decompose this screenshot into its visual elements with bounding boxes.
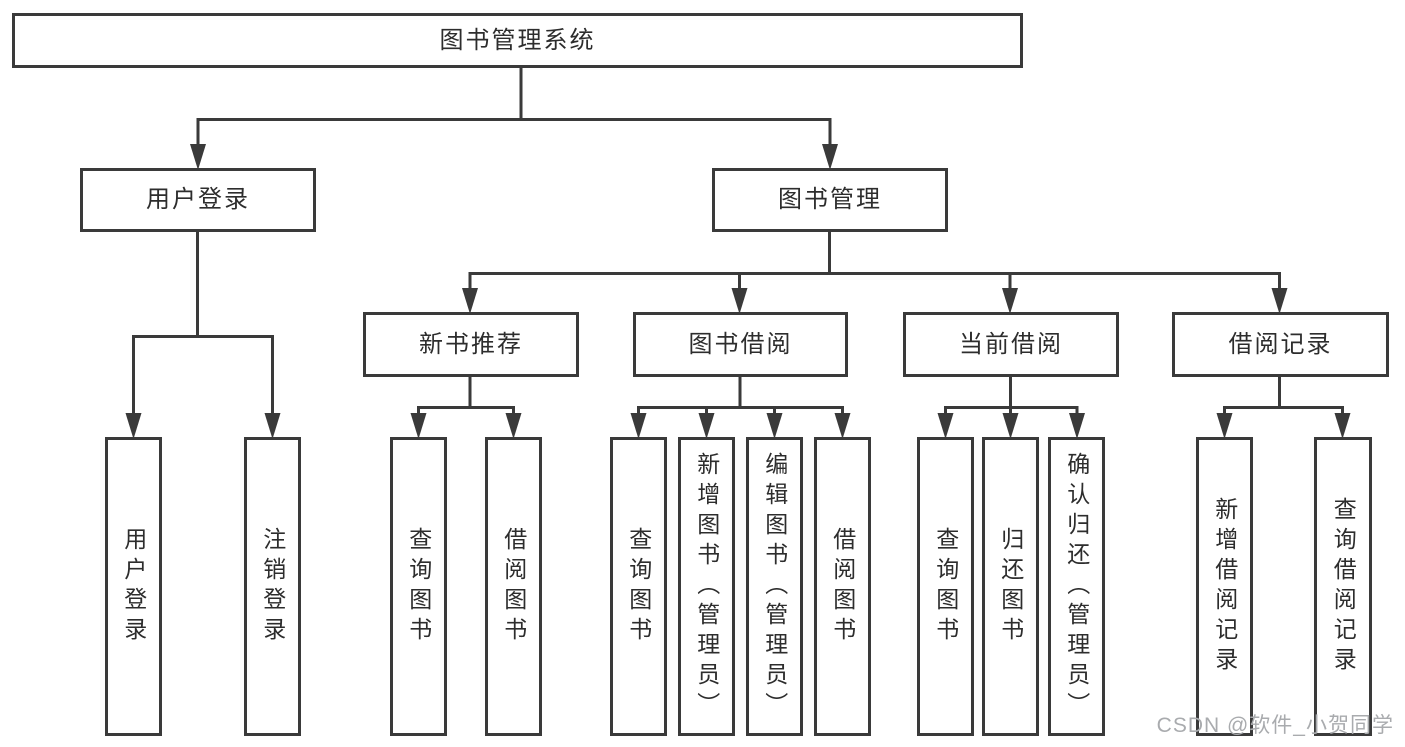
arrow-down-icon: [834, 413, 851, 439]
node-current-borrow: 当前借阅: [903, 312, 1119, 377]
csdn-watermark: CSDN @软件_小贺同学: [1156, 714, 1394, 737]
leaf-edit-book-admin: 编辑图书（管理员）: [746, 437, 803, 736]
node-label: 借阅记录: [1228, 330, 1333, 358]
node-user-login: 用户登录: [80, 168, 316, 232]
leaf-label: 查询图书: [932, 526, 959, 647]
leaf-label: 借阅图书: [829, 526, 856, 647]
arrow-down-icon: [698, 413, 715, 439]
connector-new-book-recommend-to-leaves: [417, 377, 515, 415]
connector-user-login-to-leaves: [132, 232, 274, 415]
arrow-down-icon: [1002, 413, 1019, 439]
arrow-down-icon: [630, 413, 647, 439]
connector-borrow-records-to-leaves: [1223, 377, 1344, 415]
leaf-confirm-return-admin: 确认归还（管理员）: [1048, 437, 1105, 736]
node-label: 新书推荐: [419, 330, 523, 358]
leaf-borrow-books-recommend: 借阅图书: [485, 437, 542, 736]
leaf-label: 查询图书: [625, 526, 652, 647]
node-label: 图书管理系统: [439, 26, 596, 54]
connector-root-to-level2: [196, 68, 832, 146]
arrow-down-icon: [731, 288, 748, 314]
leaf-logout: 注销登录: [244, 437, 301, 736]
node-label: 用户登录: [146, 186, 250, 213]
arrow-down-icon: [1216, 413, 1233, 439]
arrow-down-icon: [505, 413, 522, 439]
leaf-label: 查询图书: [405, 526, 432, 647]
node-borrow-records: 借阅记录: [1172, 312, 1389, 377]
leaf-label: 借阅图书: [500, 526, 527, 647]
arrow-down-icon: [1069, 413, 1085, 439]
leaf-label: 确认归还（管理员）: [1063, 451, 1090, 722]
leaf-query-books-current: 查询图书: [917, 437, 974, 736]
arrow-down-icon: [1334, 413, 1351, 439]
leaf-label: 用户登录: [120, 526, 147, 647]
connector-current-borrow-to-leaves: [944, 377, 1079, 415]
node-new-book-recommend: 新书推荐: [363, 312, 579, 377]
arrow-down-icon: [125, 413, 142, 439]
node-book-management: 图书管理: [712, 168, 948, 232]
leaf-label: 编辑图书（管理员）: [761, 451, 788, 722]
arrow-down-icon: [410, 413, 427, 439]
leaf-add-book-admin: 新增图书（管理员）: [678, 437, 735, 736]
node-book-borrow: 图书借阅: [633, 312, 848, 377]
leaf-label: 新增借阅记录: [1211, 496, 1238, 677]
arrow-down-icon: [264, 413, 281, 439]
arrow-down-icon: [822, 144, 838, 170]
connector-book-borrow-to-leaves: [637, 377, 844, 415]
leaf-query-books-recommend: 查询图书: [390, 437, 447, 736]
arrow-down-icon: [766, 413, 783, 439]
arrow-down-icon: [937, 413, 954, 439]
leaf-label: 新增图书（管理员）: [693, 451, 720, 722]
connector-book-management-to-level3: [468, 232, 1281, 290]
leaf-label: 注销登录: [259, 526, 286, 647]
leaf-add-borrow-record: 新增借阅记录: [1196, 437, 1253, 736]
leaf-query-borrow-record: 查询借阅记录: [1314, 437, 1372, 736]
leaf-user-login: 用户登录: [105, 437, 162, 736]
arrow-down-icon: [1271, 288, 1288, 314]
node-label: 当前借阅: [959, 330, 1063, 358]
arrow-down-icon: [462, 288, 478, 314]
node-root-system: 图书管理系统: [12, 13, 1023, 68]
node-label: 图书管理: [778, 186, 882, 213]
leaf-borrow-books: 借阅图书: [814, 437, 871, 736]
leaf-return-book: 归还图书: [982, 437, 1039, 736]
node-label: 图书借阅: [688, 330, 793, 358]
leaf-query-books-borrow: 查询图书: [610, 437, 667, 736]
leaf-label: 查询借阅记录: [1330, 496, 1357, 677]
arrow-down-icon: [1002, 288, 1018, 314]
arrow-down-icon: [190, 144, 206, 170]
leaf-label: 归还图书: [997, 526, 1024, 647]
